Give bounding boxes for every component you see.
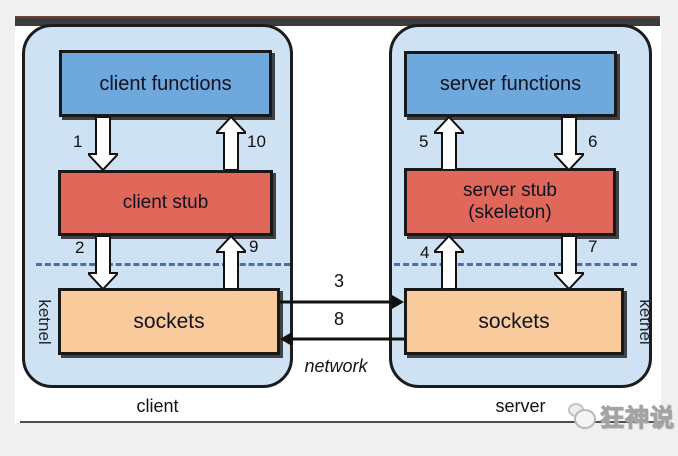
arrow-up-4-icon — [434, 236, 464, 289]
step-4-label: 4 — [420, 243, 430, 262]
client-kernel-boundary-line — [36, 263, 290, 266]
client-kernel-label: ketnel — [35, 299, 54, 345]
step-5-label: 5 — [419, 132, 429, 151]
step-6-label: 6 — [588, 132, 598, 151]
top-cropped-strip — [15, 16, 660, 26]
client-sockets-label: sockets — [133, 309, 205, 333]
step-8-label: 8 — [334, 309, 345, 329]
server-host-container: server functions server stub (skeleton) … — [389, 24, 655, 388]
arrow-down-1-icon — [88, 117, 118, 170]
step-9-label: 9 — [249, 237, 259, 256]
server-sockets-box: sockets — [404, 288, 624, 355]
client-stub-label: client stub — [122, 192, 209, 213]
step-10-label: 10 — [247, 132, 266, 151]
watermark: 狂神说 — [566, 399, 675, 432]
watermark-text: 狂神说 — [600, 404, 675, 432]
arrow-down-7-icon — [554, 236, 584, 289]
network-label: network — [304, 356, 368, 376]
client-sockets-box: sockets — [58, 288, 280, 355]
network-response-arrow-icon — [280, 332, 404, 346]
server-stub-label-line2: (skeleton) — [468, 202, 552, 223]
step-2-label: 2 — [75, 238, 85, 257]
watermark-logo-icon — [566, 401, 596, 429]
step-1-label: 1 — [73, 132, 83, 151]
bottom-divider-line — [20, 421, 661, 423]
client-functions-box: client functions — [59, 50, 272, 117]
arrow-down-6-icon — [554, 117, 584, 170]
server-functions-box: server functions — [404, 51, 617, 117]
arrow-up-10-icon — [216, 117, 246, 170]
client-functions-label: client functions — [99, 72, 232, 95]
arrow-up-9-icon — [216, 236, 246, 289]
server-caption: server — [495, 396, 546, 416]
server-kernel-label: ketnel — [636, 299, 655, 345]
network-request-arrow-icon — [280, 295, 404, 309]
server-stub-label-line1: server stub — [463, 180, 557, 201]
arrow-down-2-icon — [88, 236, 118, 289]
client-caption: client — [136, 396, 179, 416]
server-sockets-label: sockets — [478, 309, 550, 333]
client-stub-box: client stub — [58, 170, 273, 236]
client-host-container: client functions client stub sockets 1 1… — [22, 24, 293, 388]
server-functions-label: server functions — [439, 73, 582, 95]
server-stub-box: server stub (skeleton) — [404, 168, 616, 236]
step-7-label: 7 — [588, 237, 598, 256]
server-kernel-boundary-line — [394, 263, 637, 266]
step-3-label: 3 — [334, 271, 345, 291]
arrow-up-5-icon — [434, 117, 464, 170]
